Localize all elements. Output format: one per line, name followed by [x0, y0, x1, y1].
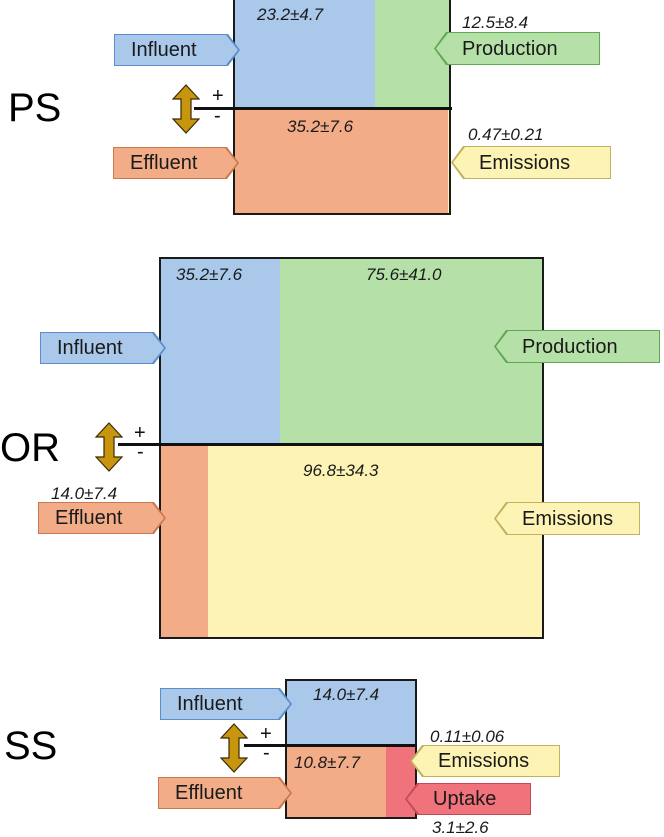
or-emissions-tag: Emissions [496, 503, 639, 534]
ss-uptake-tag: Uptake [407, 784, 530, 814]
ps-production-segment [375, 0, 450, 108]
ss-emissions-tag: Emissions [412, 746, 559, 776]
ps-emissions-segment [448, 108, 450, 214]
or-plus-sign: + [134, 422, 146, 444]
or-effluent-value: 14.0±7.4 [51, 484, 118, 503]
or-production-value: 75.6±41.0 [366, 265, 442, 284]
ss-influent-segment [286, 680, 416, 745]
ps-effluent-tag: Effluent [114, 148, 237, 178]
or-effluent-tag: Effluent [39, 503, 164, 533]
ps-stage-label: PS [8, 86, 62, 130]
ps-axis [194, 107, 452, 110]
ps-production-tag: Production [436, 33, 599, 64]
ss-effluent-segment [286, 745, 386, 818]
or-effluent-segment [160, 444, 208, 637]
or-emissions-segment [208, 444, 542, 637]
ss-uptake-value: 3.1±2.6 [432, 818, 489, 837]
or-emissions-value: 96.8±34.3 [303, 461, 379, 480]
ss-emissions-value: 0.11±0.06 [430, 727, 505, 746]
ps-influent-value: 23.2±4.7 [257, 5, 324, 24]
or-influent-tag: Influent [41, 333, 164, 363]
double-arrow-icon [172, 84, 200, 134]
ps-emissions-value: 0.47±0.21 [468, 125, 544, 144]
ss-influent-value: 14.0±7.4 [313, 685, 380, 704]
ss-plus-sign: + [260, 723, 272, 745]
ss-stage-label: SS [4, 724, 58, 768]
double-arrow-icon [220, 723, 248, 773]
ss-axis [244, 744, 417, 747]
ss-effluent-value: 10.8±7.7 [294, 753, 361, 772]
ps-effluent-value: 35.2±7.6 [287, 117, 354, 136]
or-minus-sign: - [137, 441, 144, 463]
ps-influent-segment [234, 0, 375, 108]
or-production-tag: Production [496, 331, 659, 362]
or-stage-label: OR [0, 426, 60, 470]
ss-influent-tag: Influent [161, 689, 290, 719]
ps-effluent-segment [234, 108, 448, 214]
or-influent-segment [160, 258, 280, 444]
or-influent-value: 35.2±7.6 [176, 265, 243, 284]
or-axis [118, 443, 544, 446]
double-arrow-icon [95, 422, 123, 472]
ps-minus-sign: - [214, 105, 221, 127]
ps-production-value: 12.5±8.4 [462, 13, 529, 32]
ss-effluent-tag: Effluent [159, 778, 290, 808]
ps-emissions-tag: Emissions [453, 147, 610, 178]
ss-minus-sign: - [263, 742, 270, 764]
ps-influent-tag: Influent [115, 35, 238, 65]
ps-plus-sign: + [212, 85, 224, 107]
